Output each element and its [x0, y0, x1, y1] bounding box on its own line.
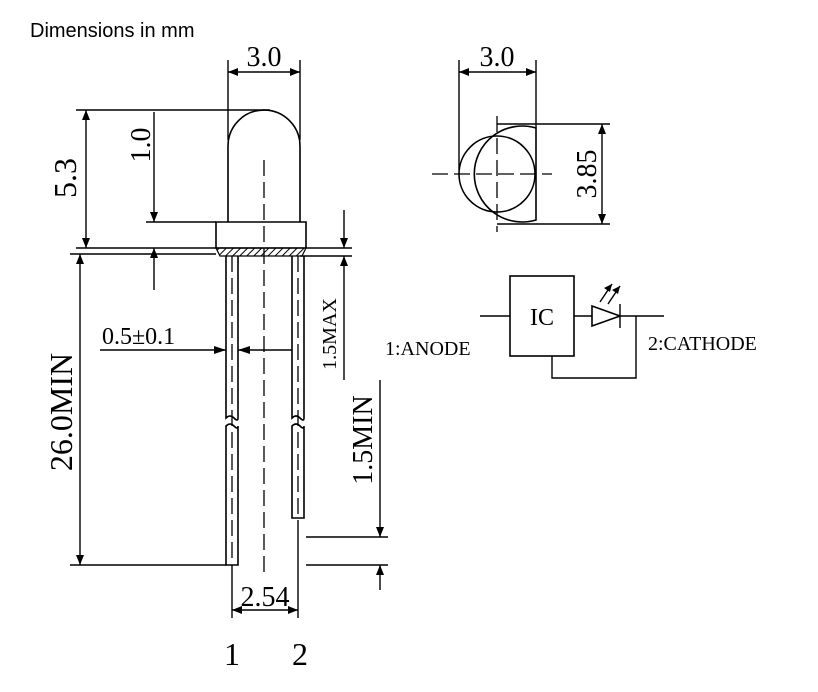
dim-flange-diameter-label: 3.85	[572, 150, 603, 199]
dim-pitch-label: 2.54	[241, 582, 290, 613]
dim-lead-length: 26.0MIN	[43, 253, 226, 566]
dim-rim-height: 1.0	[126, 112, 216, 290]
lead-2	[291, 256, 305, 519]
top-view: 3.0 3.85	[432, 42, 610, 232]
hatched-base	[215, 247, 307, 257]
dim-flange-max-label: 1.5MAX	[319, 298, 341, 370]
ic-label: IC	[530, 305, 554, 331]
pin-2-label: 2	[292, 636, 308, 672]
dim-total-height-label: 5.3	[47, 158, 83, 198]
dim-flange-diameter: 3.85	[497, 123, 610, 225]
dim-total-height: 5.3	[47, 109, 270, 249]
dim-rim-height-label: 1.0	[126, 128, 157, 163]
dim-lead-width: 0.5±0.1	[100, 324, 292, 354]
cathode-label: 2:CATHODE	[648, 333, 757, 355]
dim-lead-length-label: 26.0MIN	[43, 353, 79, 471]
units-note: Dimensions in mm	[30, 20, 194, 42]
dim-top-view-width: 3.0	[458, 42, 537, 170]
dim-lead-min-label: 1.5MIN	[348, 395, 379, 484]
dim-lead-min: 1.5MIN	[306, 380, 388, 590]
top-view-flange-outline	[473, 125, 537, 223]
lead-1	[225, 256, 239, 566]
anode-label: 1:ANODE	[385, 338, 471, 360]
led-flange-outline	[215, 221, 307, 249]
side-view: 3.0 5.3 1.0 26.0MIN	[43, 42, 388, 672]
led-diode-symbol	[591, 283, 623, 328]
pin-1-label: 1	[224, 636, 240, 672]
dim-top-view-width-label: 3.0	[480, 42, 515, 73]
dim-top-width: 3.0	[227, 42, 301, 140]
dim-pitch: 2.54	[231, 520, 299, 618]
feedback-wire	[551, 316, 637, 379]
dim-flange-max: 1.5MAX	[300, 210, 352, 380]
circuit-schematic: 1:ANODE IC 2:CATHODE	[385, 275, 757, 379]
dim-top-width-label: 3.0	[247, 42, 282, 73]
dim-lead-width-label: 0.5±0.1	[102, 324, 175, 350]
